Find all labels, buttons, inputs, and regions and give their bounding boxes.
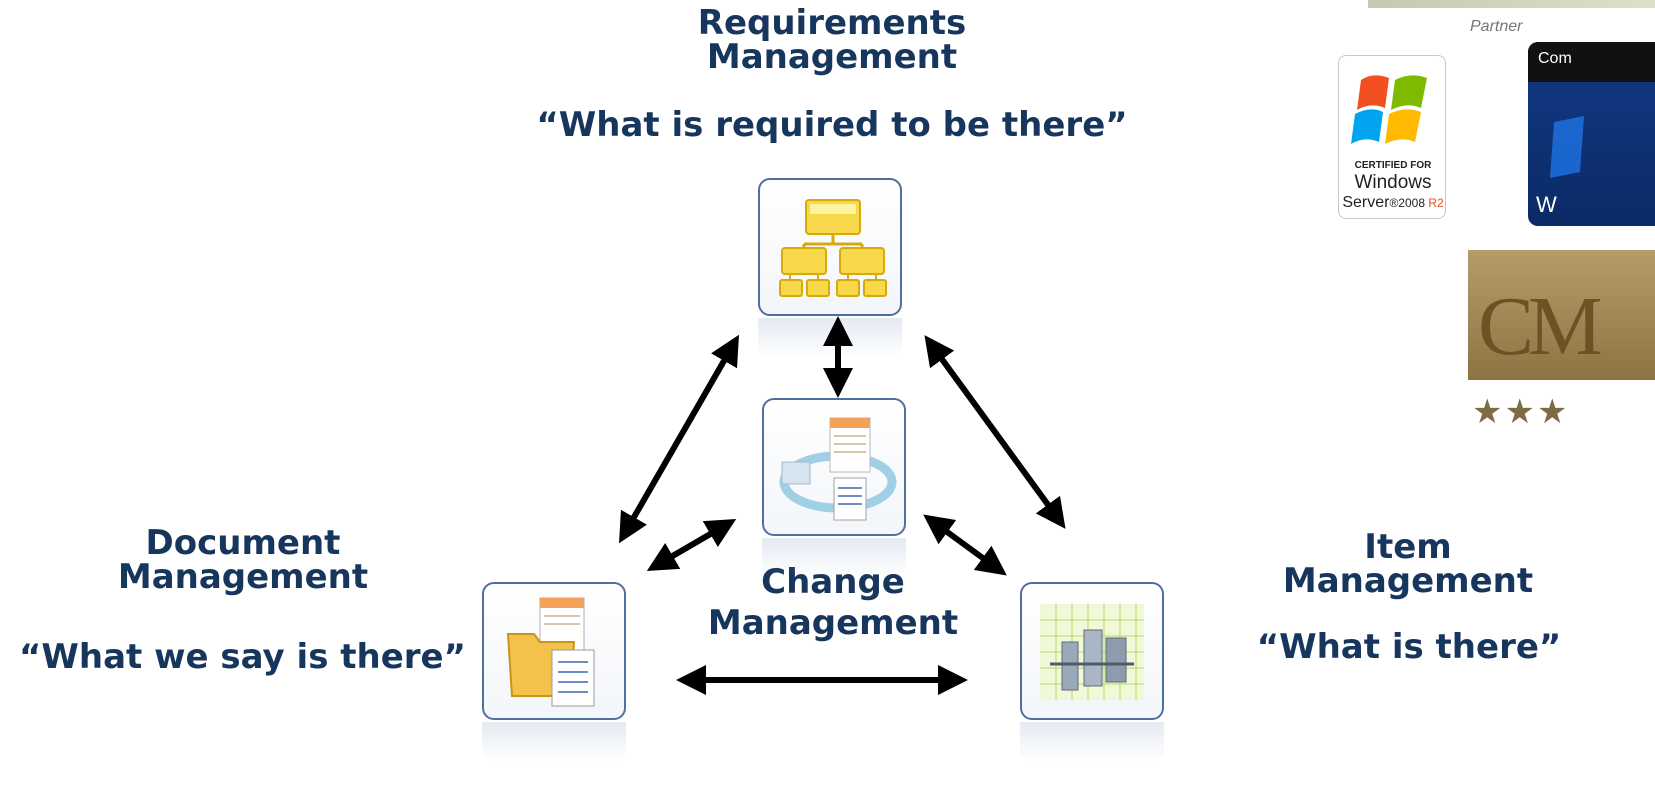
change-cycle-icon: [779, 417, 897, 521]
document-title-line2: Management: [117, 557, 369, 597]
windows-server-badge: CERTIFIED FOR Windows Server®2008 R2: [1338, 55, 1446, 219]
windows-flag-icon: [1550, 116, 1584, 178]
compatible-badge-label: Com: [1538, 50, 1572, 67]
cmii-badge-text: CM: [1478, 280, 1603, 373]
item-title-line2: Management: [1282, 561, 1534, 601]
windows-logo-icon: [1351, 75, 1427, 144]
document-node[interactable]: [482, 582, 626, 720]
document-node-reflection: [482, 722, 626, 762]
arrow-requirements-document: [619, 334, 739, 544]
cmii-badge-panel: [1468, 250, 1655, 380]
partner-badge-strip: [1368, 0, 1655, 8]
item-quote: “What is there”: [1256, 627, 1562, 667]
change-node[interactable]: [762, 398, 906, 536]
partner-label: Partner: [1470, 18, 1523, 35]
compatible-badge-header: [1528, 42, 1655, 82]
windows-version-label: ®2008: [1389, 196, 1429, 210]
item-title-line1: Item: [1364, 527, 1452, 567]
org-chart-icon: [779, 199, 887, 297]
cmii-badge: CM: [1468, 250, 1655, 380]
change-node-reflection: [762, 538, 906, 578]
document-quote: “What we say is there”: [19, 637, 466, 677]
arrow-change-item: [923, 514, 1007, 576]
requirements-node[interactable]: [758, 178, 902, 316]
arrow-requirements-item: [924, 335, 1066, 529]
requirements-title: Requirements Management: [694, 6, 970, 74]
rating-stars: ★★★: [1472, 392, 1570, 432]
change-title-line2: Management: [707, 602, 959, 643]
windows-name-label: Windows: [1354, 172, 1432, 193]
windows-r2-label: R2: [1428, 196, 1444, 210]
requirements-quote: “What is required to be there”: [536, 105, 1128, 145]
folder-document-icon: [506, 597, 595, 707]
requirements-title-line1: Requirements: [697, 3, 967, 43]
windows-server-line: Server®2008 R2: [1339, 194, 1447, 212]
item-node-reflection: [1020, 722, 1164, 762]
compatible-badge: Com W: [1528, 42, 1655, 226]
change-title: Change Management: [700, 562, 966, 644]
requirements-title-line2: Management: [706, 37, 958, 77]
document-title-line1: Document: [145, 523, 341, 563]
change-title-line1: Change: [761, 562, 905, 602]
compatible-badge-w: W: [1536, 192, 1557, 217]
item-structure-icon: [1040, 604, 1144, 700]
item-title: Item Management: [1276, 530, 1540, 598]
item-node[interactable]: [1020, 582, 1164, 720]
document-title: Document Management: [110, 526, 376, 594]
windows-server-label: Server: [1342, 194, 1390, 211]
windows-certified-label: CERTIFIED FOR: [1354, 160, 1432, 171]
arrow-change-document: [646, 518, 737, 572]
